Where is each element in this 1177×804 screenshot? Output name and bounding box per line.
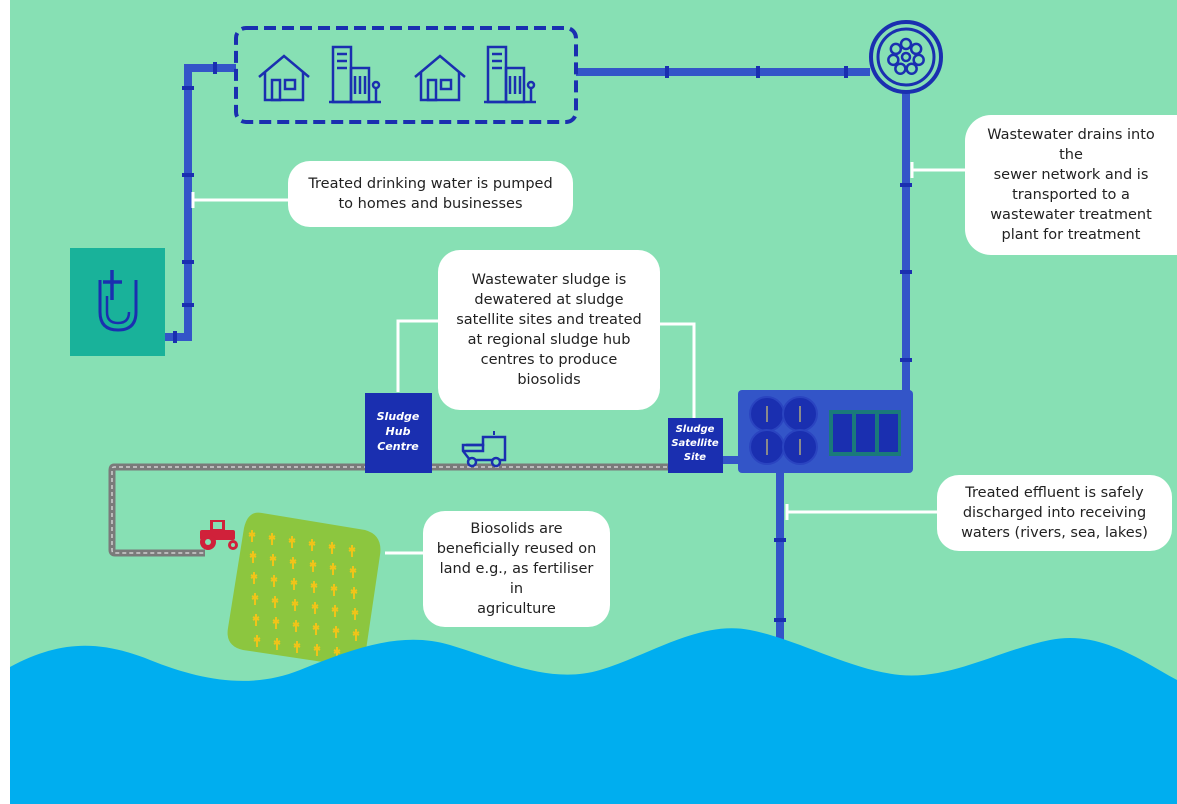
crop-mark bbox=[311, 602, 319, 614]
pipe-joint bbox=[756, 66, 760, 78]
crop-mark bbox=[252, 614, 260, 626]
crop-mark bbox=[271, 596, 279, 608]
sewer-connector bbox=[910, 162, 965, 178]
biosolids-callout: Biosolids are beneficially reused on lan… bbox=[423, 511, 610, 627]
sludge-satellite-label-1: Sludge bbox=[676, 424, 715, 435]
homes-businesses-frame bbox=[234, 26, 578, 124]
crop-mark bbox=[331, 605, 339, 617]
crop-mark bbox=[350, 587, 358, 599]
pipe-joint bbox=[774, 538, 786, 542]
crop-mark bbox=[290, 578, 298, 590]
pipe-joint bbox=[182, 303, 194, 307]
crop-mark bbox=[292, 620, 300, 632]
crop-mark bbox=[251, 593, 259, 605]
crop-mark bbox=[332, 626, 340, 638]
pipe-joint bbox=[665, 66, 669, 78]
crop-mark bbox=[253, 635, 261, 647]
crop-mark bbox=[293, 641, 301, 653]
crop-mark bbox=[250, 572, 258, 584]
sludge-hub-connector bbox=[396, 319, 440, 392]
house-icon bbox=[414, 54, 466, 102]
crop-mark bbox=[312, 623, 320, 635]
crop-mark bbox=[329, 563, 337, 575]
pipe-joint bbox=[900, 358, 912, 362]
receiving-waters bbox=[10, 628, 1177, 804]
sludge-hub-label-3: Centre bbox=[377, 440, 419, 453]
sludge-hub-centre: Sludge Hub Centre bbox=[365, 393, 432, 473]
crop-mark bbox=[310, 581, 318, 593]
pipe-joint bbox=[182, 173, 194, 177]
drinking-water-connector bbox=[191, 192, 290, 208]
pipe-joint bbox=[173, 331, 177, 343]
pipe-network bbox=[165, 62, 912, 660]
wastewater-sewer-callout: Wastewater drains into the sewer network… bbox=[965, 115, 1177, 255]
crop-mark bbox=[272, 617, 280, 629]
crop-mark bbox=[313, 644, 321, 656]
pipe-joint bbox=[182, 260, 194, 264]
crop-mark bbox=[351, 608, 359, 620]
crop-mark bbox=[248, 530, 256, 542]
crop-mark bbox=[349, 566, 357, 578]
sludge-satellite-label-3: Site bbox=[684, 452, 706, 463]
crop-mark bbox=[328, 542, 336, 554]
drinking-water-plant-icon bbox=[70, 248, 165, 356]
sludge-hub-label-2: Hub bbox=[386, 425, 411, 438]
treatment-plant-icon bbox=[738, 390, 913, 473]
crop-mark bbox=[309, 560, 317, 572]
homes-businesses bbox=[258, 45, 536, 104]
sludge-hub-label-1: Sludge bbox=[377, 410, 420, 423]
crop-mark bbox=[291, 599, 299, 611]
pipe-joint bbox=[844, 66, 848, 78]
pipe-joint bbox=[774, 618, 786, 622]
crop-mark bbox=[308, 539, 316, 551]
crop-mark bbox=[273, 638, 281, 650]
sludge-satellite-site: Sludge Satellite Site bbox=[668, 418, 723, 473]
sludge-satellite-connector bbox=[660, 322, 696, 420]
pipe-joint bbox=[900, 183, 912, 187]
crop-mark bbox=[269, 554, 277, 566]
crop-mark bbox=[348, 545, 356, 557]
pipe-joint bbox=[213, 62, 217, 74]
house-icon bbox=[258, 54, 310, 102]
crop-mark bbox=[288, 536, 296, 548]
pipe-joint bbox=[900, 270, 912, 274]
agricultural-field bbox=[227, 512, 381, 666]
effluent-callout: Treated effluent is safely discharged in… bbox=[937, 475, 1172, 551]
pipe-joint bbox=[182, 86, 194, 90]
crop-mark bbox=[270, 575, 278, 587]
crop-mark bbox=[330, 584, 338, 596]
crop-mark bbox=[249, 551, 257, 563]
sewer-manhole-icon bbox=[869, 20, 943, 94]
crop-mark bbox=[289, 557, 297, 569]
sludge-satellite-label-2: Satellite bbox=[671, 438, 719, 449]
crop-mark bbox=[352, 629, 360, 641]
delivery-truck-icon bbox=[461, 431, 507, 468]
tractor-icon bbox=[200, 520, 238, 550]
sludge-road-line bbox=[111, 466, 368, 554]
sludge-callout: Wastewater sludge is dewatered at sludge… bbox=[438, 250, 660, 410]
effluent-connector bbox=[785, 504, 940, 520]
crop-mark bbox=[268, 533, 276, 545]
office-building-icon bbox=[329, 45, 381, 104]
drinking-water-callout: Treated drinking water is pumped to home… bbox=[288, 161, 573, 227]
office-building-icon bbox=[484, 45, 536, 104]
